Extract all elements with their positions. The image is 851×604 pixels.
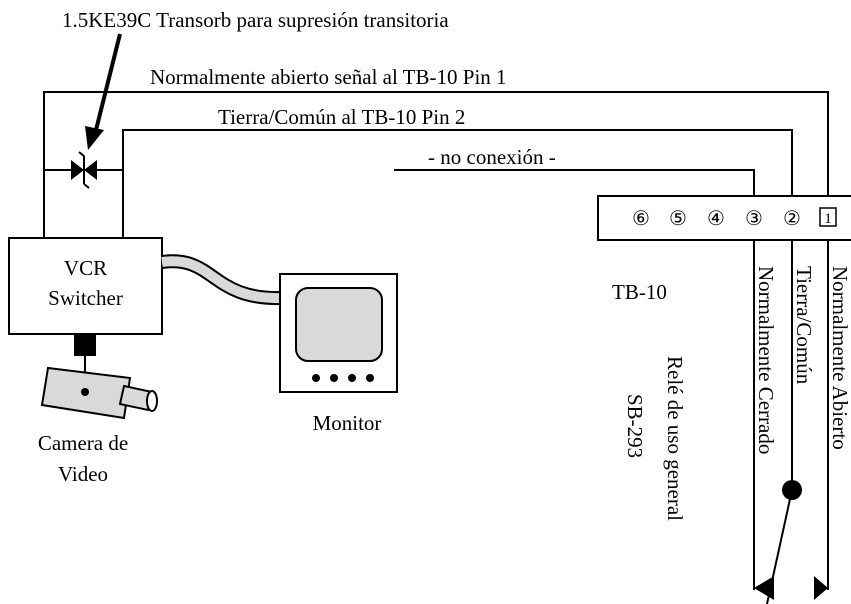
- terminal-pin-2: ②: [783, 208, 801, 230]
- tb10-label: TB-10: [612, 280, 667, 304]
- monitor-cable: [161, 254, 283, 306]
- vcr-label-line1: VCR: [64, 256, 107, 280]
- terminal-strip-tb10: ⑥ ⑤ ④ ③ ② 1: [597, 195, 851, 241]
- transorb-label: 1.5KE39C Transorb para supresión transit…: [62, 8, 449, 32]
- vcr-label-line2: Switcher: [48, 286, 123, 310]
- normally-closed-contact-label: Normalmente Cerrado: [754, 266, 778, 454]
- no-connection-wire: [394, 169, 755, 590]
- terminal-pin-6: ⑥: [632, 208, 650, 230]
- monitor-label: Monitor: [313, 411, 382, 435]
- common-wire: [122, 129, 793, 488]
- camera-label-line2: Video: [58, 462, 108, 486]
- normally-open-contact-label: Normalmente Abierto: [828, 266, 851, 450]
- terminal-pin-1: 1: [824, 211, 832, 227]
- relay-switch-arm: [754, 480, 828, 604]
- transorb-pointer-arrow: [85, 33, 122, 150]
- common-contact-label: Tierra/Común: [792, 266, 816, 385]
- camera-icon: [40, 334, 158, 420]
- relay-label-line1: Relé de uso general: [663, 356, 687, 521]
- transorb-diode-symbol: [44, 151, 123, 189]
- camera-label-line1: Camera de: [38, 431, 128, 455]
- terminal-pin-1-box: [819, 207, 837, 227]
- no-connection-label: - no conexión -: [428, 145, 556, 169]
- terminal-pin-4: ④: [707, 208, 725, 230]
- normally-open-wire-label: Normalmente abierto señal al TB-10 Pin 1: [150, 65, 507, 89]
- vcr-switcher-box: [8, 237, 163, 335]
- terminal-pin-5: ⑤: [669, 208, 687, 230]
- normally-open-wire: [43, 91, 829, 590]
- monitor-icon: [279, 273, 398, 393]
- common-wire-label: Tierra/Común al TB-10 Pin 2: [218, 105, 465, 129]
- relay-label-line2: SB-293: [623, 394, 647, 458]
- terminal-pin-3: ③: [745, 208, 763, 230]
